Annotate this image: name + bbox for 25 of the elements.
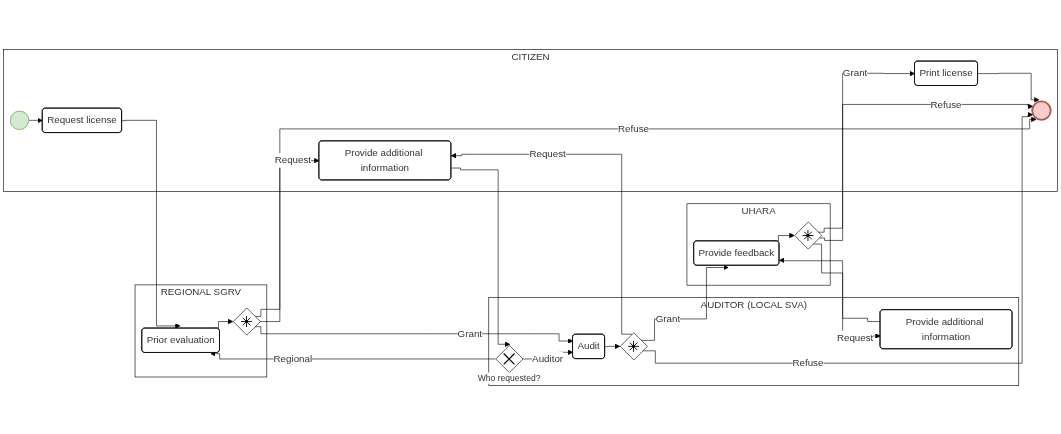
event-circle — [1031, 99, 1052, 121]
edge-label: Grant — [457, 327, 483, 339]
gateway-caption: Who requested? — [477, 372, 541, 383]
task-box: Request license — [41, 107, 122, 133]
task-box: Provide feedback — [693, 240, 780, 266]
gateway-diamond — [495, 344, 524, 373]
gateway-diamond — [619, 332, 648, 360]
edge-label: Refuse — [792, 357, 824, 368]
edge-label: Refuse — [930, 98, 962, 109]
gateway-diamond — [794, 221, 823, 249]
edge-label: Grant — [842, 67, 868, 78]
gateway-diamond — [232, 307, 261, 335]
task-box: Provide additional information — [318, 140, 452, 180]
task-box: Audit — [572, 333, 605, 359]
edge-label: Regional — [273, 352, 313, 364]
task-box: Prior evaluation — [141, 327, 220, 353]
edge-label: Auditor — [532, 352, 564, 364]
edge-label: Grant — [655, 312, 681, 324]
edge-label: Request — [836, 331, 874, 343]
task-box: Print license — [914, 60, 978, 86]
event-circle — [9, 110, 30, 130]
edge-label: Refuse — [618, 122, 650, 134]
task-box: Provide additional information — [879, 308, 1013, 349]
edge-label: Request — [529, 148, 566, 159]
edge-label: Request — [274, 154, 312, 165]
